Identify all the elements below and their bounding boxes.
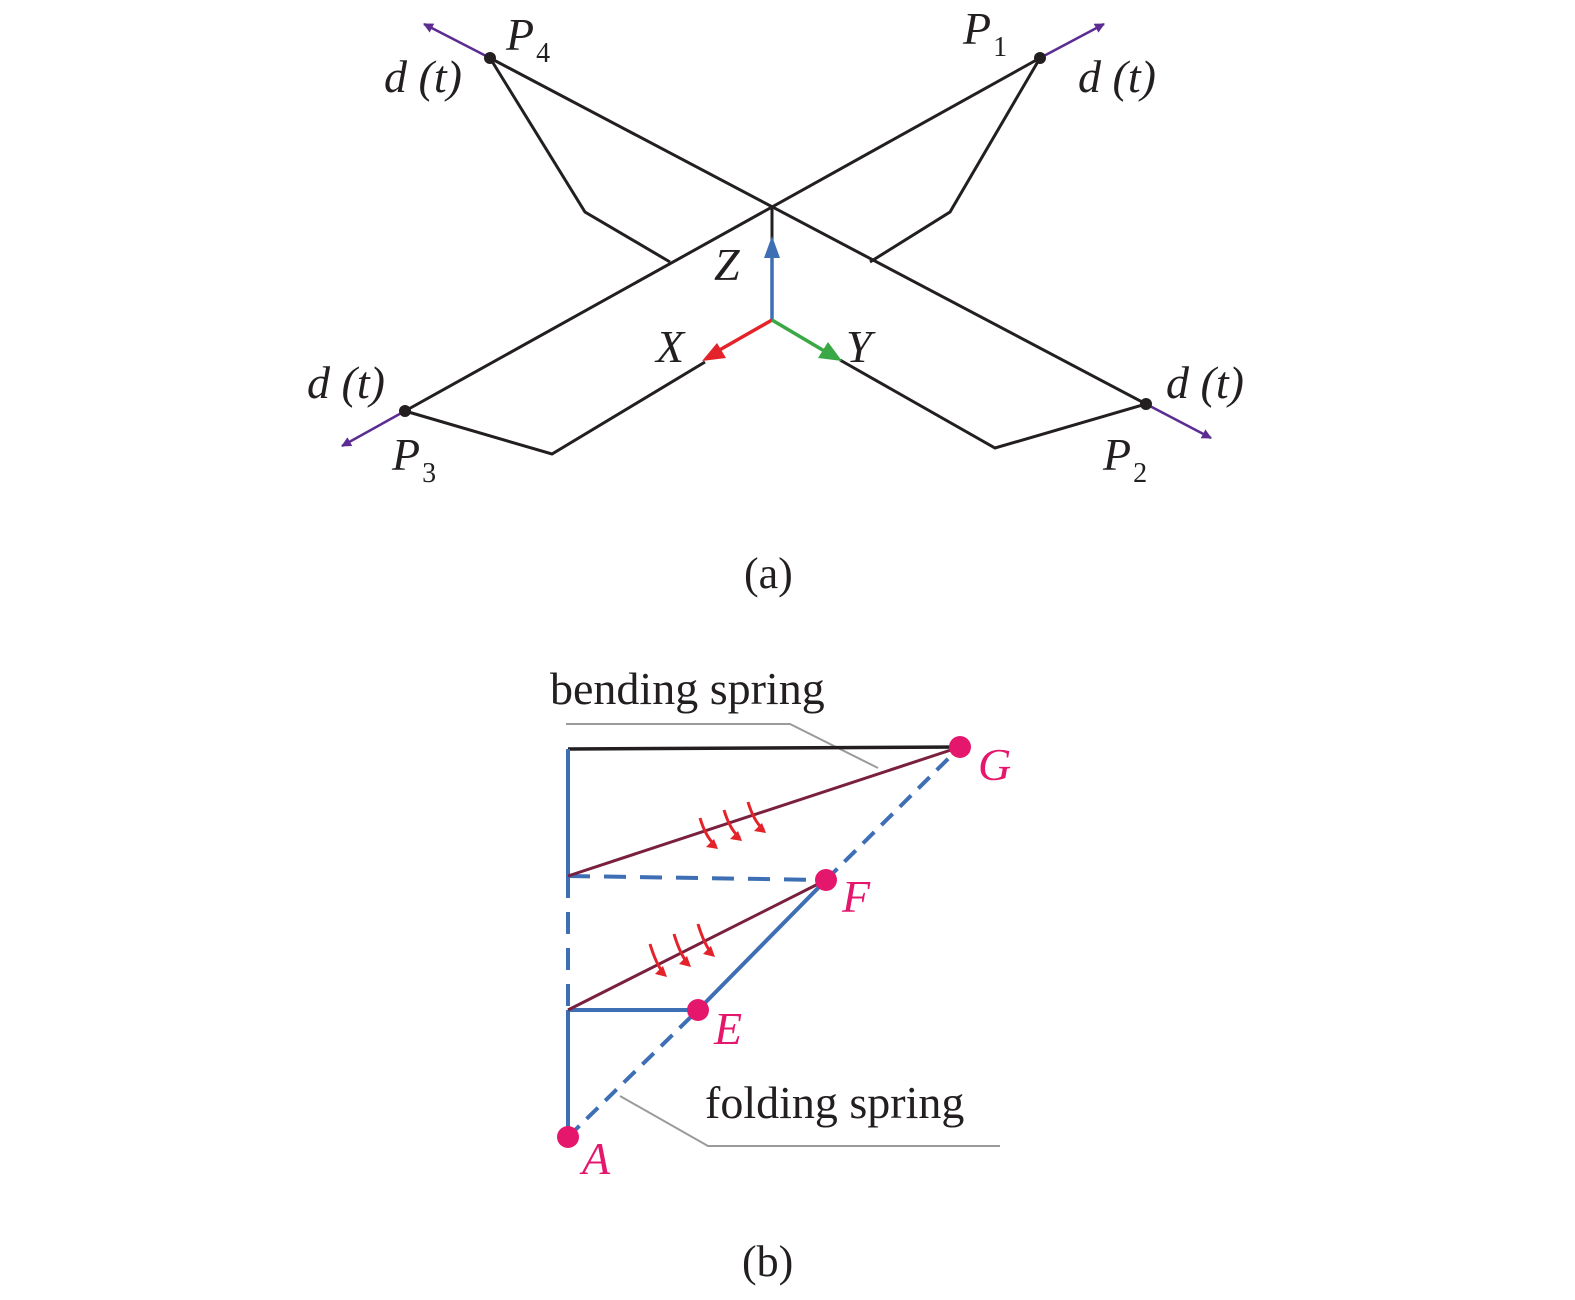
spring-line-upper (567, 745, 961, 878)
arm-p3-lower (404, 360, 706, 456)
point-a (557, 1126, 579, 1148)
point-label-e: E (713, 1003, 742, 1054)
node-p4 (484, 52, 496, 64)
node-p3 (399, 405, 411, 417)
load-arrow-p2 (1145, 402, 1212, 440)
fold-line-f-g (824, 745, 962, 882)
point-label-g: G (978, 739, 1011, 790)
point-label-p3: P3 (391, 429, 436, 489)
point-label-p4: P4 (505, 9, 550, 69)
panel-b: G F E A bending spring folding spring (b… (550, 663, 1011, 1286)
top-edge (567, 745, 961, 751)
beam-p4-p2 (489, 56, 1147, 406)
x-axis-line (715, 318, 773, 354)
z-axis-label: Z (714, 239, 740, 290)
axis-triad: Z X Y (654, 236, 876, 372)
x-axis-arrow-icon (702, 343, 726, 361)
fold-line-a-e (566, 1008, 700, 1139)
moment-arrowhead-icon (679, 956, 691, 967)
x-axis-label: X (654, 321, 686, 372)
load-label-p4: d (t) (384, 51, 462, 102)
point-label-p2: P2 (1102, 429, 1147, 489)
moment-arrowhead-icon (706, 839, 718, 849)
beam-p1-p3 (404, 56, 1041, 413)
load-label-p1: d (t) (1078, 51, 1156, 102)
load-arrow-p3 (341, 409, 406, 448)
load-label-p2: d (t) (1166, 357, 1244, 408)
node-p1 (1034, 52, 1046, 64)
node-p2 (1140, 398, 1152, 410)
moment-arrowhead-icon (730, 831, 742, 841)
fold-line-f (567, 874, 827, 882)
panel-a: Z X Y P4 P1 P3 P2 d (t) d (t) d (t) d (t… (307, 3, 1244, 598)
load-label-p3: d (t) (307, 357, 385, 408)
leader-bending (566, 723, 879, 769)
moment-arrows-upper (698, 801, 766, 849)
z-axis-arrow-icon (764, 236, 780, 258)
load-arrow-p4 (423, 22, 491, 60)
point-label-p1: P1 (962, 3, 1007, 63)
point-e (687, 999, 709, 1021)
edge-e-f (696, 878, 828, 1012)
point-label-f: F (841, 871, 871, 922)
y-axis-arrow-icon (818, 342, 842, 361)
arm-p4-upper (488, 57, 671, 264)
caption-b: (b) (742, 1237, 793, 1286)
folding-spring-label: folding spring (705, 1077, 964, 1128)
moment-arrows-lower (648, 923, 715, 977)
spring-line-lower (567, 878, 827, 1012)
y-axis-label: Y (846, 321, 876, 372)
point-f (815, 869, 837, 891)
point-g (949, 736, 971, 758)
caption-a: (a) (744, 549, 793, 598)
moment-arrowhead-icon (754, 823, 766, 833)
moment-arrowhead-icon (703, 946, 715, 957)
bending-spring-label: bending spring (550, 663, 825, 714)
load-arrow-p1 (1039, 22, 1105, 60)
arm-p1-upper (869, 57, 1042, 264)
y-axis-line (771, 318, 827, 354)
leader-folding (619, 1095, 1000, 1147)
point-label-a: A (579, 1133, 611, 1184)
moment-arrowhead-icon (655, 966, 667, 977)
arm-p2-lower (839, 358, 1147, 450)
